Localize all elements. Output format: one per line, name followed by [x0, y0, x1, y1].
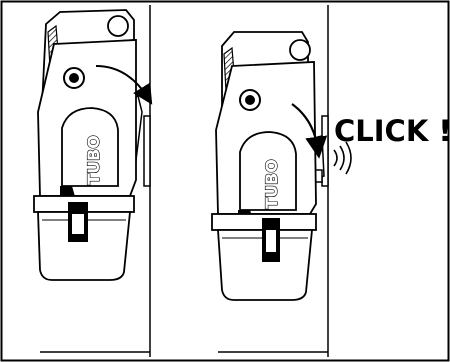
click-label: CLICK !	[334, 114, 450, 148]
swing-arrow-icon	[95, 65, 153, 105]
click-arrow-icon	[291, 103, 328, 159]
click-sound-icon	[333, 141, 352, 175]
step-1-logo: TUBO	[84, 135, 103, 185]
vacuum-unit: TUBO	[33, 9, 137, 281]
step-2-logo: TUBO	[262, 159, 281, 209]
vacuum-unit: TUBO	[211, 31, 317, 301]
step-1-panel: TUBO	[33, 5, 153, 357]
step-2-panel: TUBO CLICK !	[211, 5, 450, 357]
